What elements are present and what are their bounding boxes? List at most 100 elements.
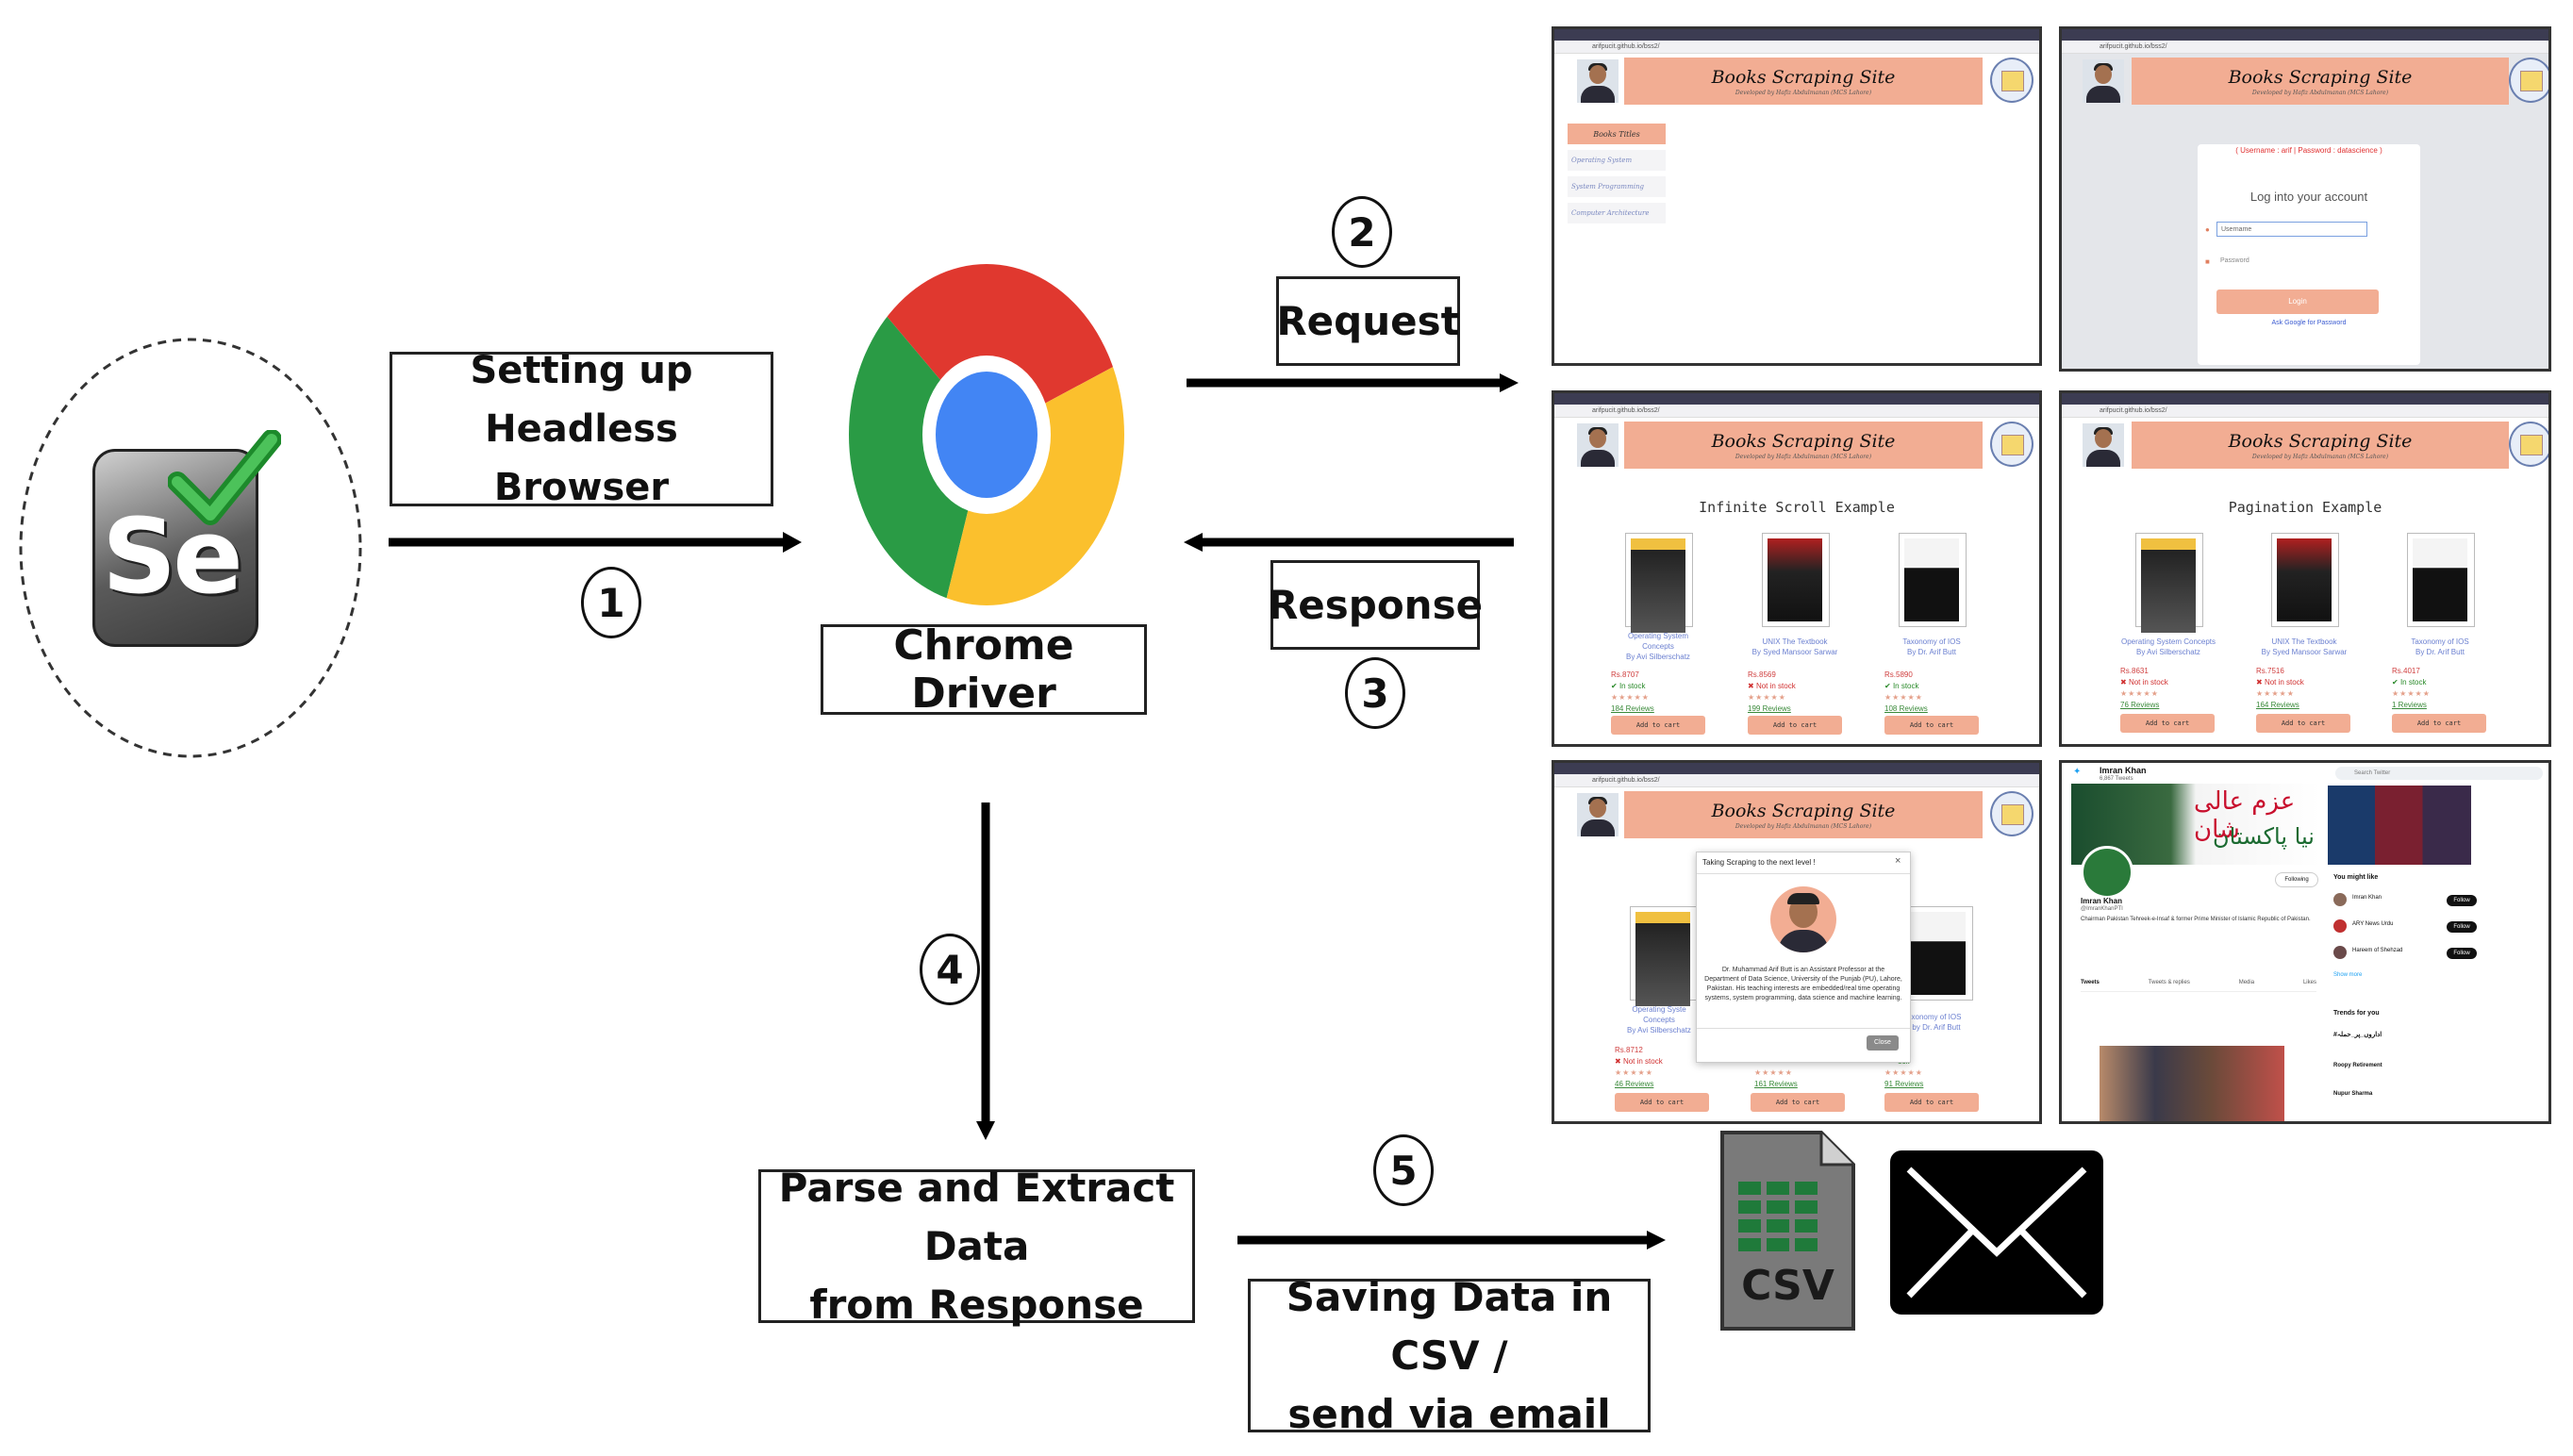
author-photo — [1770, 886, 1836, 952]
profile-tabs: Tweets Tweets & replies Media Likes — [2081, 980, 2316, 992]
menu-item-books-titles[interactable]: Books Titles — [1568, 124, 1666, 144]
request-label: Request — [1276, 276, 1460, 366]
menu-item-operating-system[interactable]: Operating System — [1568, 150, 1666, 171]
site-header: Books Scraping Site Developed by Hafiz A… — [2132, 422, 2509, 469]
arrow-request — [1187, 373, 1519, 392]
screenshot-infinite-scroll: arifpucit.github.io/bss2/ Books Scraping… — [1552, 390, 2042, 747]
university-logo — [1990, 422, 2034, 467]
site-header: Books Scraping Site Developed by Hafiz A… — [1624, 422, 1983, 469]
follow-button[interactable]: Follow — [2447, 895, 2477, 906]
add-to-cart-button[interactable]: Add to cart — [1751, 1093, 1845, 1112]
tab-likes[interactable]: Likes — [2302, 980, 2316, 985]
close-button[interactable]: Close — [1867, 1035, 1899, 1051]
reviews-link[interactable]: 46 Reviews — [1615, 1080, 1654, 1088]
login-card: ( Username : arif | Password : datascien… — [2198, 144, 2420, 365]
reviews-link[interactable]: 1 Reviews — [2392, 701, 2427, 709]
password-input[interactable]: Password — [2220, 257, 2249, 264]
headless-browser-label: Setting up Headless Browser — [390, 349, 773, 509]
reviews-link[interactable]: 164 Reviews — [2256, 701, 2299, 709]
following-button[interactable]: Following — [2275, 872, 2318, 887]
arrow-selenium-to-chrome — [389, 532, 802, 553]
university-logo — [1990, 58, 2034, 103]
follow-button[interactable]: Follow — [2447, 921, 2477, 933]
save-csv-email-label: Saving Data in CSV / send via email — [1248, 1274, 1651, 1437]
book-cover-ios[interactable] — [1899, 533, 1967, 627]
show-more-link[interactable]: Show more — [2333, 972, 2363, 978]
add-to-cart-button[interactable]: Add to cart — [2392, 714, 2486, 733]
google-password-link[interactable]: Ask Google for Password — [2271, 320, 2347, 326]
book-cover-os[interactable] — [1625, 533, 1693, 633]
selenium-icon: Se — [92, 430, 281, 647]
twitter-bird-icon: ✦ — [2073, 767, 2082, 777]
reviews-link[interactable]: 184 Reviews — [1611, 704, 1654, 713]
step-number-4: 4 — [920, 934, 980, 1005]
step-number-1: 1 — [581, 567, 641, 638]
book-cover-unix[interactable] — [1762, 533, 1830, 627]
reviews-link[interactable]: 199 Reviews — [1748, 704, 1791, 713]
book-cover-os[interactable] — [1630, 906, 1698, 1006]
add-to-cart-button[interactable]: Add to cart — [2120, 714, 2215, 733]
follow-button[interactable]: Follow — [2447, 948, 2477, 959]
close-icon[interactable]: × — [1895, 855, 1901, 867]
trend-item[interactable]: Nupur Sharma — [2333, 1091, 2373, 1097]
screenshot-popup: arifpucit.github.io/bss2/ Books Scraping… — [1552, 760, 2042, 1124]
screenshot-pagination: arifpucit.github.io/bss2/ Books Scraping… — [2059, 390, 2551, 747]
add-to-cart-button[interactable]: Add to cart — [1615, 1093, 1709, 1112]
author-avatar — [1577, 59, 1618, 103]
add-to-cart-button[interactable]: Add to cart — [1748, 716, 1842, 735]
trend-item[interactable]: #اداروں_پر_حملہ — [2333, 1032, 2382, 1038]
tab-tweets[interactable]: Tweets — [2081, 980, 2100, 985]
add-to-cart-button[interactable]: Add to cart — [1884, 716, 1979, 735]
step-number-5: 5 — [1373, 1134, 1434, 1206]
chrome-driver-label: Chrome Driver — [821, 621, 1147, 718]
university-logo — [2509, 422, 2548, 467]
book-cover-ios[interactable] — [2407, 533, 2475, 627]
site-header: Books Scraping Site Developed by Hafiz A… — [1624, 58, 1983, 105]
username-input[interactable]: Username — [2216, 222, 2367, 237]
add-to-cart-button[interactable]: Add to cart — [2256, 714, 2350, 733]
book-cover-os[interactable] — [2135, 533, 2203, 633]
tab-media[interactable]: Media — [2238, 980, 2255, 985]
tab-tweets-replies[interactable]: Tweets & replies — [2148, 980, 2190, 985]
user-icon: ● — [2205, 225, 2210, 234]
arrow-save — [1237, 1231, 1666, 1249]
reviews-link[interactable]: 76 Reviews — [2120, 701, 2160, 709]
popup-modal: Taking Scraping to the next level ! × Dr… — [1696, 852, 1911, 1063]
reviews-link[interactable]: 108 Reviews — [1884, 704, 1928, 713]
menu-item-system-programming[interactable]: System Programming — [1568, 176, 1666, 197]
author-avatar — [1577, 793, 1618, 836]
step-number-2: 2 — [1332, 196, 1392, 268]
site-header: Books Scraping Site Developed by Hafiz A… — [1624, 791, 1983, 838]
reviews-link[interactable]: 161 Reviews — [1754, 1080, 1798, 1088]
book-cover-unix[interactable] — [2271, 533, 2339, 627]
university-logo — [2509, 58, 2548, 103]
step-number-3: 3 — [1345, 657, 1405, 729]
tweet-image — [2100, 1046, 2284, 1121]
email-envelope-icon — [1890, 1150, 2103, 1315]
trend-item[interactable]: Roopy Retirement — [2333, 1063, 2382, 1068]
author-avatar — [1577, 423, 1618, 467]
twitter-search-input[interactable]: Search Twitter — [2335, 767, 2543, 780]
menu-item-computer-architecture[interactable]: Computer Architecture — [1568, 203, 1666, 223]
login-button[interactable]: Login — [2216, 290, 2379, 314]
screenshot-login: arifpucit.github.io/bss2/ Books Scraping… — [2059, 26, 2551, 372]
lock-icon: ■ — [2205, 257, 2210, 266]
reviews-link[interactable]: 91 Reviews — [1884, 1080, 1924, 1088]
csv-file-icon: CSV — [1719, 1130, 1856, 1332]
add-to-cart-button[interactable]: Add to cart — [1884, 1093, 1979, 1112]
arrow-down-parse — [976, 802, 995, 1140]
book-cover-ios[interactable] — [1905, 906, 1973, 1001]
screenshot-books-menu: arifpucit.github.io/bss2/ Books Scraping… — [1552, 26, 2042, 366]
add-to-cart-button[interactable]: Add to cart — [1611, 716, 1705, 735]
response-label: Response — [1268, 560, 1483, 650]
screenshot-twitter: ✦ Imran Khan 6,867 Tweets عزم عالی شان ن… — [2059, 760, 2551, 1124]
author-avatar — [2083, 59, 2124, 103]
